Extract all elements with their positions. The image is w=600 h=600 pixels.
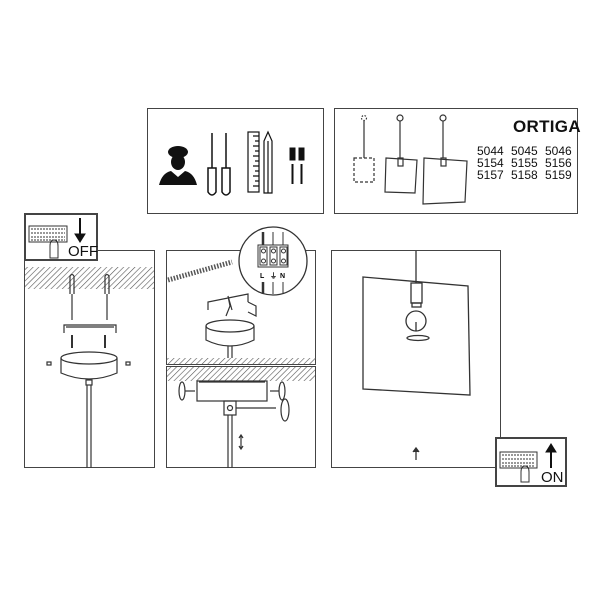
product-name: ORTIGA bbox=[513, 117, 581, 136]
power-off-label: OFF bbox=[68, 243, 98, 260]
model-code: 5159 bbox=[545, 168, 572, 182]
model-code: 5154 bbox=[477, 156, 504, 170]
step-mount-bracket-panel bbox=[24, 250, 155, 468]
tools-panel bbox=[147, 108, 324, 214]
model-code: 5157 bbox=[477, 168, 504, 182]
model-code: 5155 bbox=[511, 156, 538, 170]
step-wiring-panel bbox=[166, 250, 316, 365]
step-lamp-panel bbox=[331, 250, 501, 468]
model-code: 5158 bbox=[511, 168, 538, 182]
power-on-label: ON bbox=[541, 469, 564, 486]
model-code: 5156 bbox=[545, 156, 572, 170]
model-code: 5045 bbox=[511, 144, 538, 158]
model-code: 5046 bbox=[545, 144, 572, 158]
model-codes: 5044 5045 5046 5154 5155 5156 5157 5158 … bbox=[477, 145, 579, 181]
step-attach-canopy-panel bbox=[166, 366, 316, 468]
model-code: 5044 bbox=[477, 144, 504, 158]
